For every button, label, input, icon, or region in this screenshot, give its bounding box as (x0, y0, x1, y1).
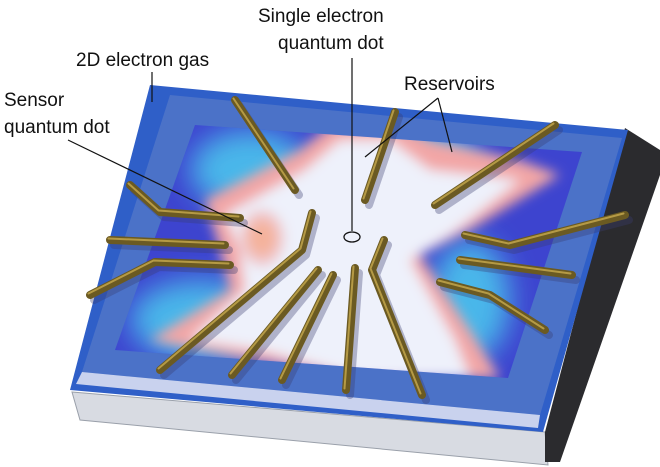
label-single-dot-line2: quantum dot (278, 33, 384, 54)
single-electron-dot-marker (343, 231, 361, 243)
gate (342, 264, 359, 394)
gate (228, 266, 322, 379)
gate (431, 121, 559, 209)
gate (278, 271, 337, 384)
substrate-base (71, 391, 549, 466)
label-sensor-line2: quantum dot (4, 117, 110, 138)
gate (361, 108, 399, 204)
label-single-dot-line1: Single electron (258, 6, 384, 27)
gate (461, 211, 629, 249)
label-reservoirs: Reservoirs (404, 74, 495, 95)
gate (106, 236, 229, 249)
gate (156, 209, 316, 374)
label-sensor-line1: Sensor (4, 90, 65, 111)
electron-gas-field (115, 125, 582, 378)
gate-highlights (87, 97, 625, 395)
leader-reservoir-1 (364, 97, 439, 158)
leader-sensor-dot (67, 139, 263, 235)
plate-front-edge (76, 372, 540, 428)
label-electron-gas: 2D electron gas (76, 50, 209, 71)
gate (86, 258, 234, 299)
gate-electrodes (86, 96, 633, 404)
gate (456, 256, 576, 279)
substrate-side-dark (545, 128, 660, 462)
leader-reservoir-2 (437, 97, 453, 153)
